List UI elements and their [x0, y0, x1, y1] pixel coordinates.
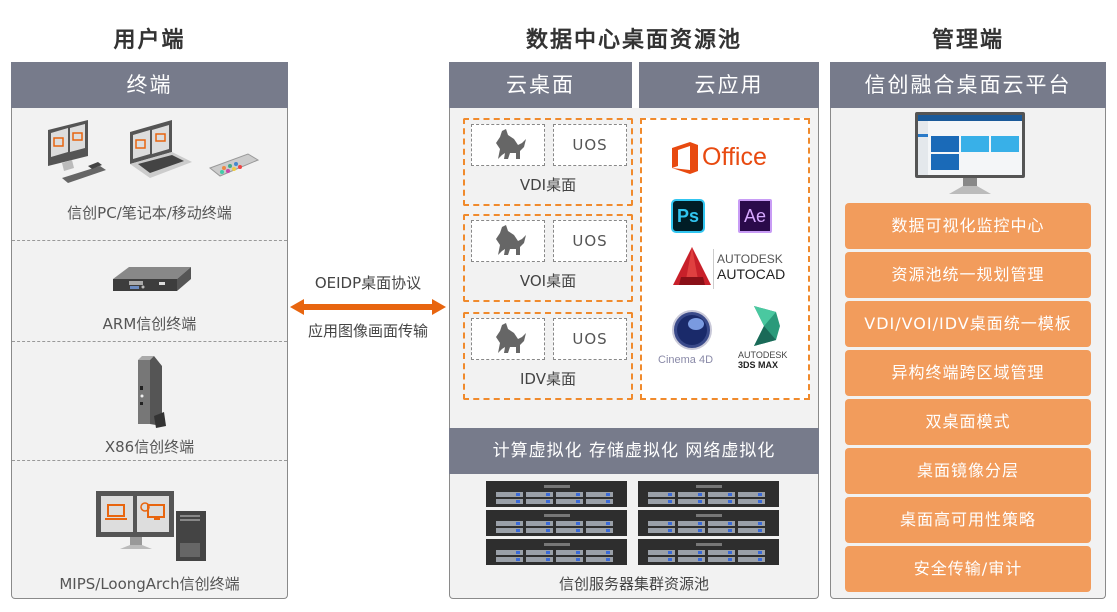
cloud-desktop-header: 云桌面 [449, 62, 632, 108]
feature-item: 桌面镜像分层 [845, 448, 1091, 494]
feature-item: 安全传输/审计 [845, 546, 1091, 592]
server-unit [638, 539, 779, 565]
office-icon [672, 142, 698, 174]
office-label: Office [702, 143, 767, 171]
protocol-link: OEIDP桌面协议 应用图像画面传输 [290, 272, 446, 352]
cinema4d-icon [672, 310, 712, 350]
feature-item: 双桌面模式 [845, 399, 1091, 445]
cloud-app-box: Office Ps Ae AUTODESK AUTOCAD Cinema 4D … [640, 118, 810, 400]
terminal-label: X86信创终端 [104, 438, 195, 456]
aftereffects-logo: Ae [738, 199, 772, 233]
server-unit [486, 539, 627, 565]
photoshop-logo: Ps [671, 199, 705, 233]
autocad-divider [713, 249, 714, 289]
feature-item: 异构终端跨区域管理 [845, 350, 1091, 396]
3dsmax-icon [754, 306, 780, 346]
autocad-brand: AUTODESK [717, 252, 783, 266]
cloud-app-header: 云应用 [639, 62, 819, 108]
terminal-header: 终端 [11, 62, 288, 108]
feature-item: VDI/VOI/IDV桌面统一模板 [845, 301, 1091, 347]
feature-item: 资源池统一规划管理 [845, 252, 1091, 298]
vertical-thin-client-icon [138, 356, 166, 428]
desktop-type-idv: UOS IDV桌面 [463, 312, 633, 400]
aftereffects-label: Ae [743, 206, 767, 226]
divider [12, 341, 287, 342]
feature-item: 数据可视化监控中心 [845, 203, 1091, 249]
terminal-label: 信创PC/笔记本/移动终端 [67, 204, 232, 222]
feature-item: 桌面高可用性策略 [845, 497, 1091, 543]
server-pool-label: 信创服务器集群资源池 [558, 575, 709, 593]
desktop-type-label: VOI桌面 [519, 272, 577, 290]
terminal-label: MIPS/LoongArch信创终端 [59, 575, 240, 593]
protocol-label: OEIDP桌面协议 [314, 274, 422, 292]
desktop-type-label: VDI桌面 [519, 176, 577, 194]
terminal-pc-laptop-mobile: 信创PC/笔记本/移动终端 [12, 108, 287, 240]
double-arrow-icon [290, 299, 446, 315]
desktop-type-label: IDV桌面 [520, 370, 576, 388]
os-logo-box [471, 124, 545, 166]
thin-client-box-icon [113, 267, 191, 291]
bull-logo-icon [496, 225, 526, 255]
cinema4d-label: Cinema 4D [658, 354, 714, 366]
pc-laptop-phone-icon [48, 120, 260, 183]
terminal-arm: ARM信创终端 [12, 241, 287, 341]
management-title: 管理端 [931, 28, 1004, 53]
datacenter-title: 数据中心桌面资源池 [525, 28, 742, 53]
server-unit [638, 481, 779, 507]
server-racks-icon [486, 481, 779, 565]
platform-header: 信创融合桌面云平台 [830, 62, 1106, 108]
transfer-label: 应用图像画面传输 [307, 322, 428, 340]
user-terminal-panel: 信创PC/笔记本/移动终端 ARM信创终端 X86信创终端 [11, 108, 288, 599]
user-side-title: 用户端 [113, 28, 186, 53]
autocad-icon [673, 247, 711, 285]
3dsmax-label: 3DS MAX [738, 360, 779, 370]
divider [12, 460, 287, 461]
terminal-x86: X86信创终端 [12, 342, 287, 460]
desktop-type-vdi: UOS VDI桌面 [463, 118, 633, 206]
autocad-logo: AUTODESK AUTOCAD [673, 247, 803, 291]
os-logo-box [471, 220, 545, 262]
autocad-label: AUTOCAD [717, 266, 786, 282]
os-label: UOS [553, 124, 627, 166]
photoshop-label: Ps [676, 206, 700, 226]
divider [12, 240, 287, 241]
os-label: UOS [553, 220, 627, 262]
server-unit [486, 510, 627, 536]
server-unit [638, 510, 779, 536]
terminal-label: ARM信创终端 [102, 315, 197, 333]
os-logo-box [471, 318, 545, 360]
terminal-mips-loongarch: MIPS/LoongArch信创终端 [12, 461, 287, 599]
cinema4d-logo: Cinema 4D [658, 310, 728, 370]
os-label: UOS [553, 318, 627, 360]
bull-logo-icon [496, 129, 526, 159]
3dsmax-logo: AUTODESK 3DS MAX [738, 306, 798, 370]
bull-logo-icon [496, 323, 526, 353]
desktop-tower-icon [96, 491, 206, 561]
server-unit [486, 481, 627, 507]
dashboard-monitor-icon [915, 112, 1025, 194]
virtualization-bar: 计算虚拟化 存储虚拟化 网络虚拟化 [449, 428, 819, 474]
3dsmax-brand: AUTODESK [738, 350, 788, 360]
desktop-type-voi: UOS VOI桌面 [463, 214, 633, 302]
